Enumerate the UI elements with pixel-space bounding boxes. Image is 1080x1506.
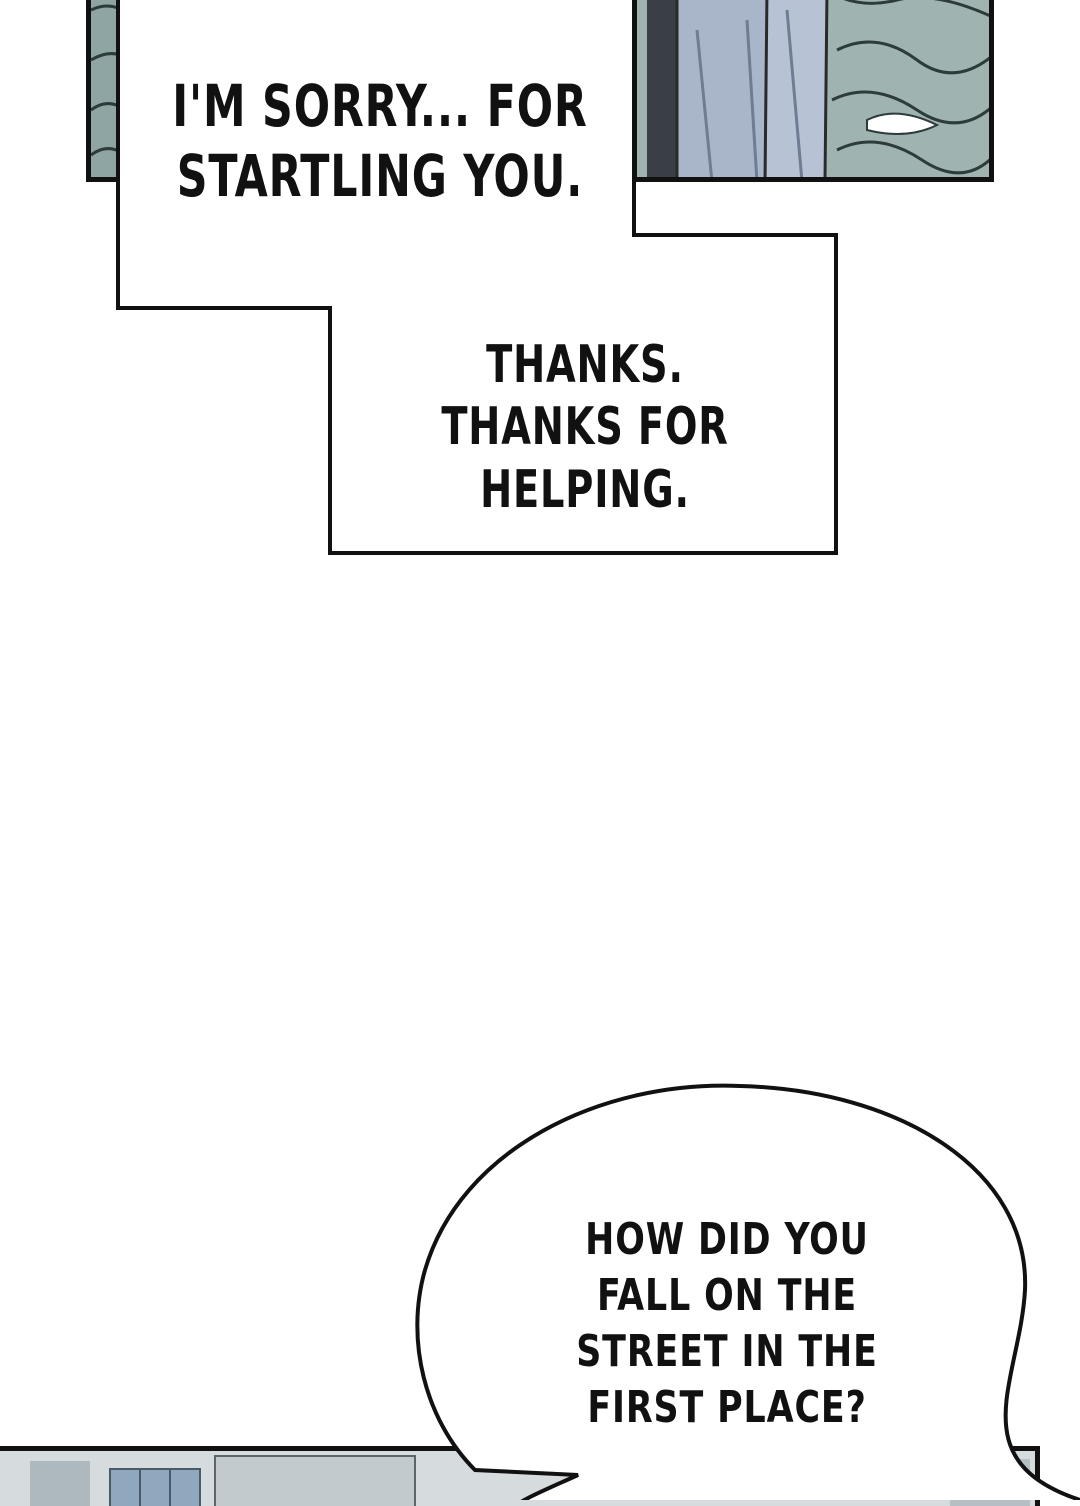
legs-illustration <box>637 0 989 177</box>
bubble-question: HOW DID YOU FALL ON THE STREET IN THE FI… <box>576 1214 878 1433</box>
caption-thanks: THANKS. THANKS FOR HELPING. <box>441 335 729 520</box>
caption-apology: I'M SORRY... FOR STARTLING YOU. <box>172 72 588 210</box>
pavement-texture <box>91 4 141 170</box>
top-right-panel <box>632 0 994 182</box>
top-left-panel-fragment <box>86 0 146 182</box>
